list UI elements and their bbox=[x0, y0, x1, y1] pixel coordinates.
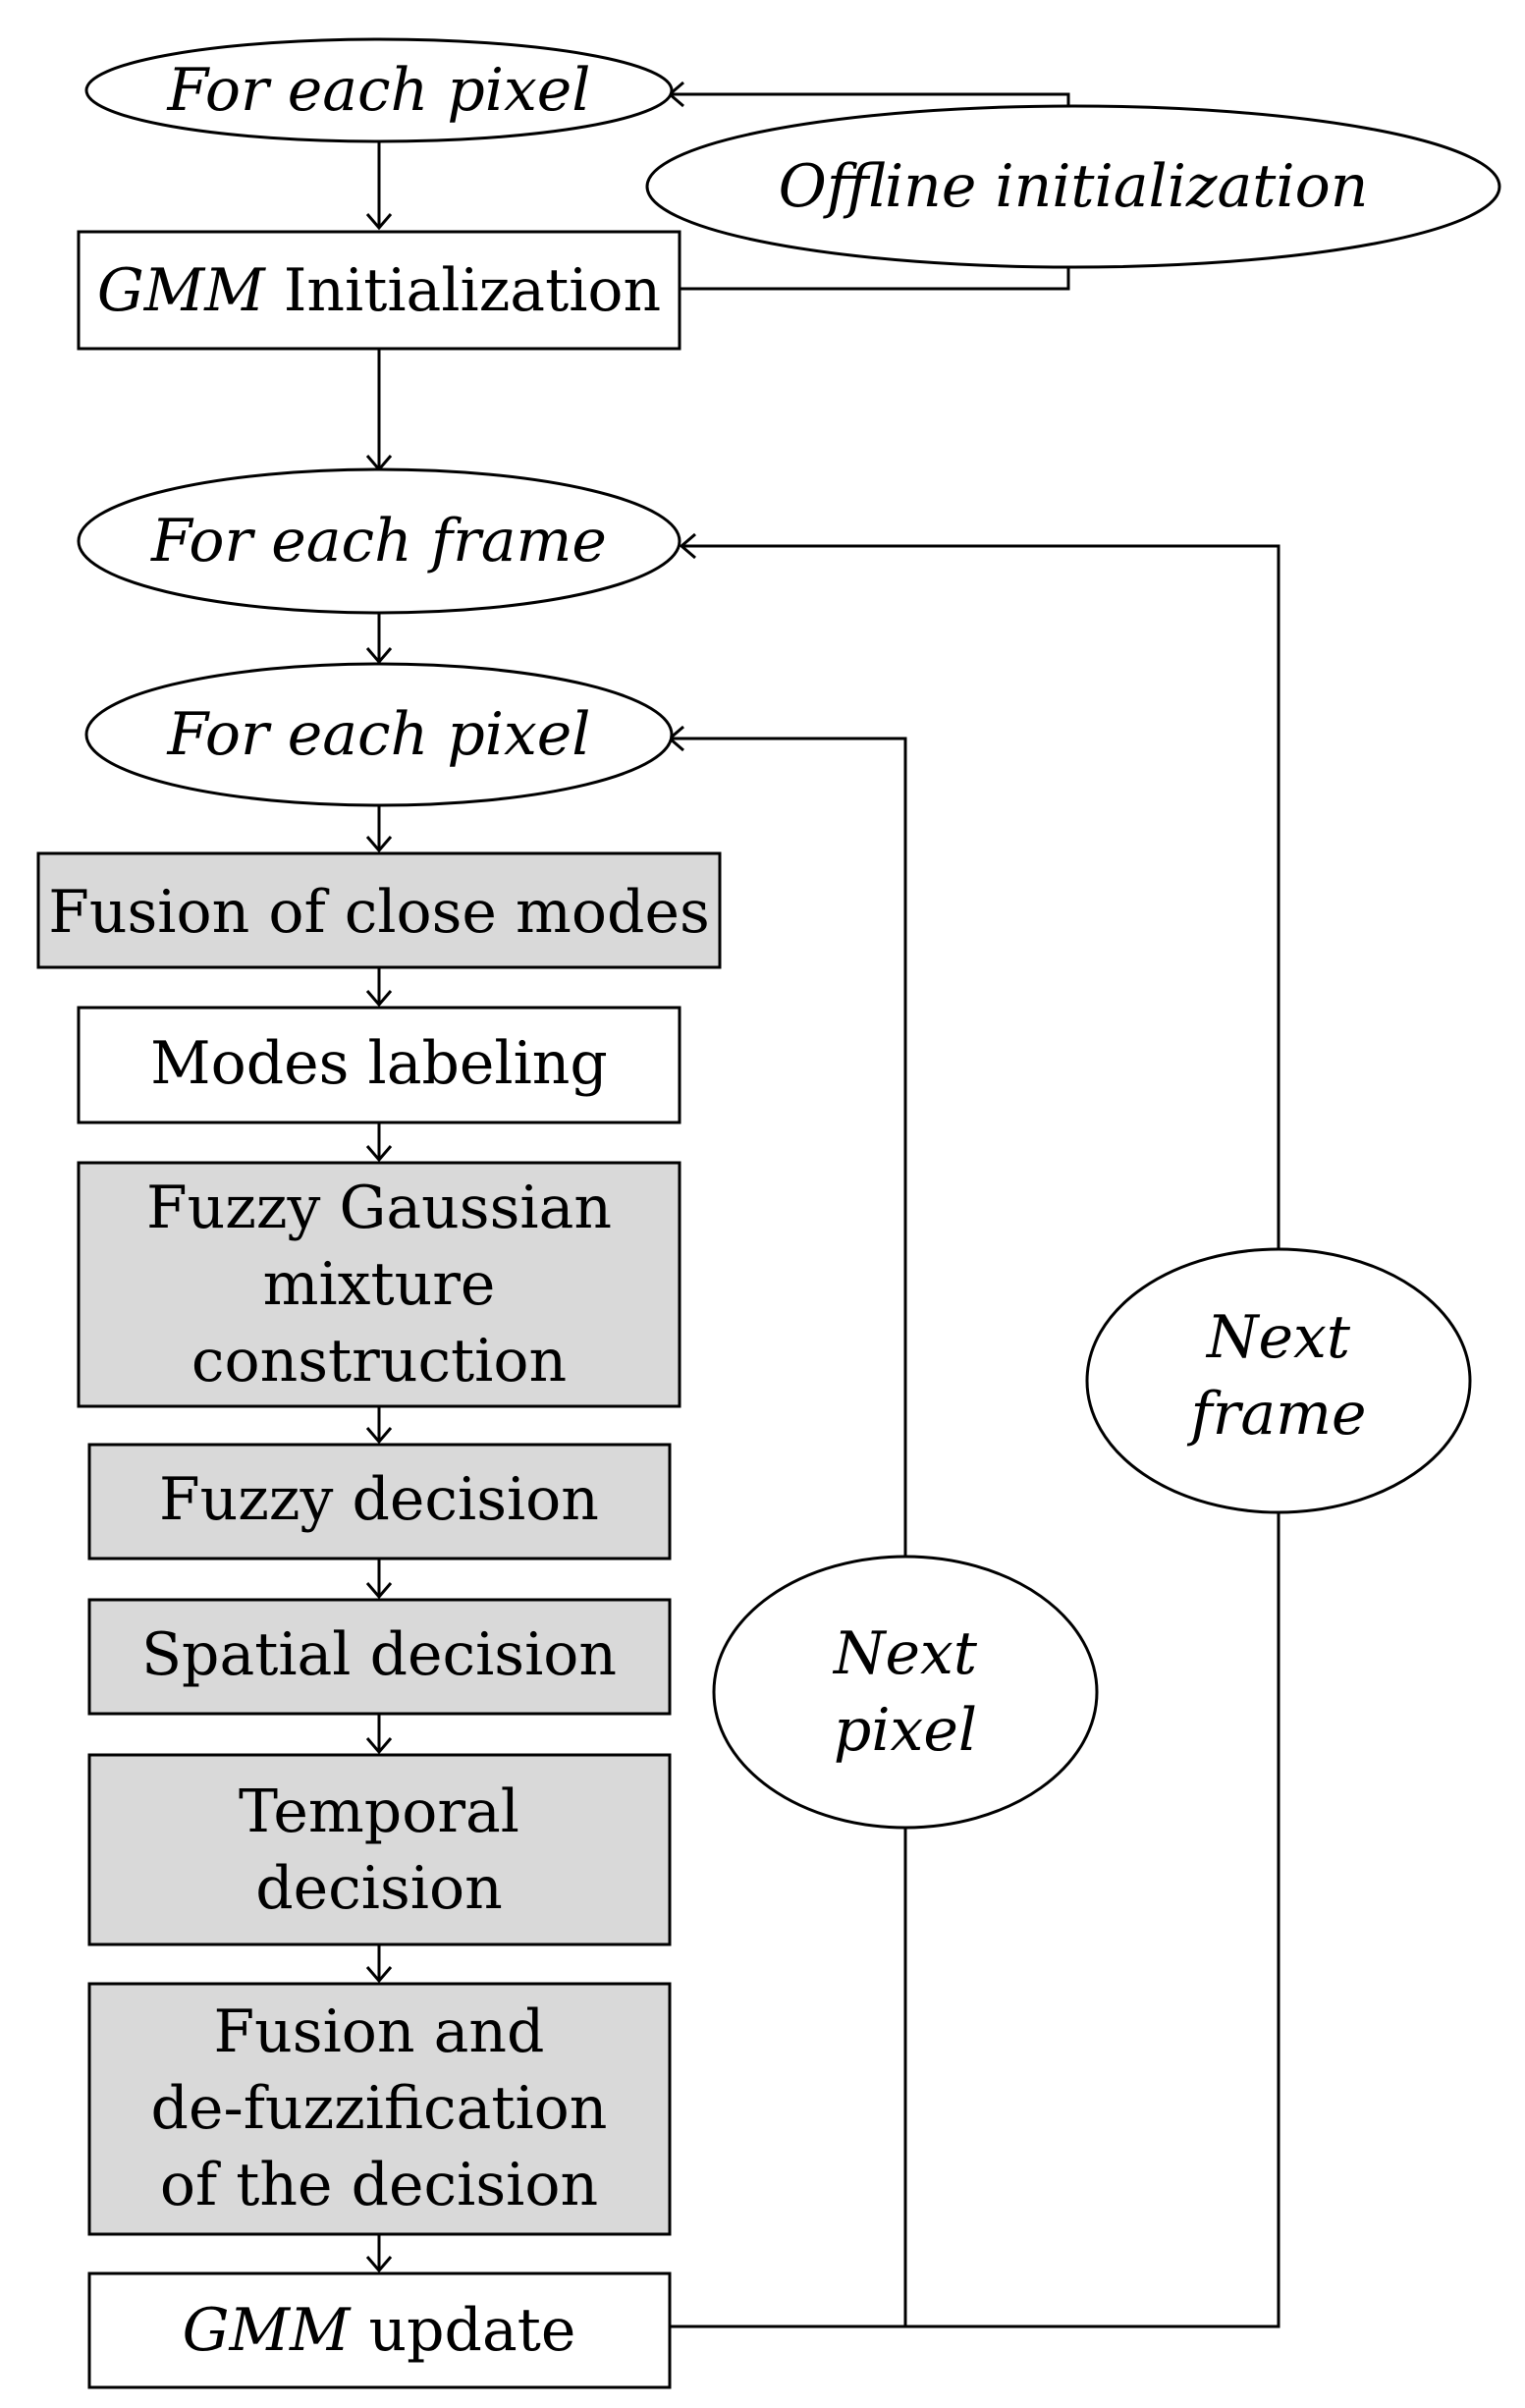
arrowhead bbox=[365, 1582, 393, 1600]
temporal-decision-box bbox=[87, 1753, 672, 1946]
fuzzy-gaussian-mixture-box bbox=[77, 1161, 681, 1408]
fusion-close-modes-label: Fusion of close modes bbox=[48, 878, 710, 947]
arrowhead bbox=[365, 1145, 393, 1163]
defuzz-line-2: de-fuzzification bbox=[151, 2074, 608, 2143]
next-frame-ellipse bbox=[1085, 1247, 1472, 1514]
fuzzy-decision-box bbox=[87, 1443, 672, 1560]
connectors bbox=[365, 81, 1280, 2328]
next-pixel-line-1: Next bbox=[832, 1619, 978, 1688]
defuzz-line-1: Fusion and bbox=[214, 1998, 545, 2066]
loop-pixel-init-ellipse bbox=[84, 37, 674, 143]
edge-offline-to-pixel bbox=[670, 92, 1070, 106]
fgm-line-2: mixture bbox=[263, 1250, 496, 1319]
spatial-decision-label: Spatial decision bbox=[141, 1620, 617, 1689]
next-frame-line-1: Next bbox=[1205, 1303, 1351, 1372]
fgm-line-1: Fuzzy Gaussian bbox=[146, 1174, 612, 1242]
loop-pixel-label: For each pixel bbox=[167, 700, 591, 769]
defuzzification-box bbox=[87, 1982, 672, 2236]
defuzz-line-3: of the decision bbox=[160, 2151, 598, 2219]
gmm-init-italic: GMM bbox=[97, 256, 266, 325]
gmm-initialization-label: GMM Initialization bbox=[97, 256, 661, 325]
edge-init-to-offline bbox=[678, 267, 1070, 291]
next-pixel-ellipse bbox=[712, 1555, 1099, 1830]
fusion-close-modes-box bbox=[36, 851, 722, 969]
temporal-line-1: Temporal bbox=[239, 1778, 519, 1846]
gmm-initialization-box bbox=[77, 230, 681, 351]
loop-pixel-init-label: For each pixel bbox=[167, 56, 591, 125]
loop-pixel-ellipse bbox=[84, 662, 674, 807]
arrowhead bbox=[365, 1427, 393, 1445]
next-pixel-line-2: pixel bbox=[834, 1696, 977, 1765]
next-frame-line-2: frame bbox=[1186, 1380, 1366, 1449]
offline-init-label: Offline initialization bbox=[779, 152, 1369, 221]
modes-labeling-label: Modes labeling bbox=[150, 1029, 608, 1098]
gmm-update-label: GMM update bbox=[183, 2296, 576, 2365]
arrowhead bbox=[365, 1966, 393, 1984]
arrowhead bbox=[365, 213, 393, 231]
fgm-line-3: construction bbox=[191, 1327, 567, 1396]
edge-next-frame-to-frame bbox=[681, 544, 1280, 1249]
modes-labeling-box bbox=[77, 1006, 681, 1124]
gmm-update-rest: update bbox=[350, 2296, 575, 2365]
gmm-update-italic: GMM bbox=[183, 2296, 352, 2365]
spatial-decision-box bbox=[87, 1598, 672, 1716]
arrowhead bbox=[365, 647, 393, 665]
edge-next-pixel-to-pixel bbox=[670, 737, 907, 1557]
gmm-init-rest: Initialization bbox=[265, 256, 662, 325]
loop-frame-ellipse bbox=[77, 467, 681, 615]
temporal-line-2: decision bbox=[255, 1854, 502, 1923]
arrowhead bbox=[365, 836, 393, 853]
gmm-update-box bbox=[87, 2271, 672, 2389]
arrowhead bbox=[679, 532, 696, 560]
edge-update-to-next-frame bbox=[670, 1512, 1280, 2328]
loop-frame-label: For each frame bbox=[150, 507, 607, 575]
arrowhead bbox=[365, 1737, 393, 1755]
arrowhead bbox=[365, 990, 393, 1008]
offline-init-ellipse bbox=[645, 104, 1501, 269]
fuzzy-decision-label: Fuzzy decision bbox=[159, 1465, 599, 1534]
arrowhead bbox=[365, 2256, 393, 2273]
